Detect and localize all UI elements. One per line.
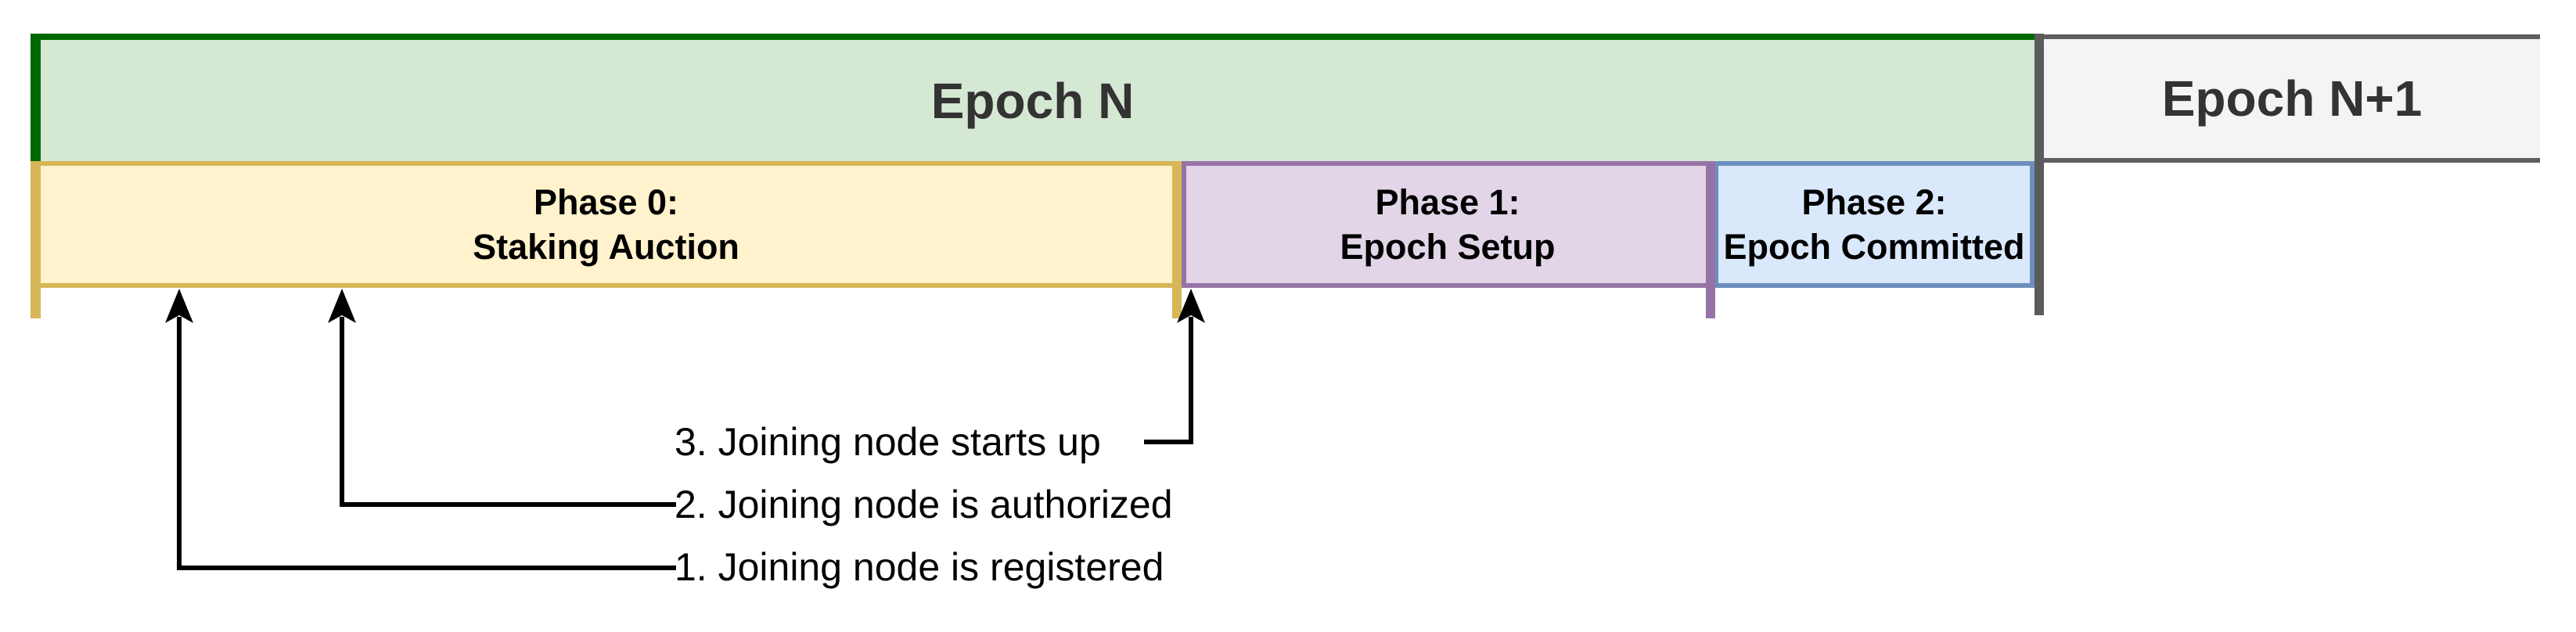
phase-2-subtitle: Epoch Committed bbox=[1723, 227, 2025, 267]
phase-2-title: Phase 2: bbox=[1801, 182, 1947, 222]
phase-1-box: Phase 1: Epoch Setup bbox=[1182, 161, 1714, 288]
epoch-n-label: Epoch N bbox=[930, 72, 1135, 129]
arrow-1-registered bbox=[165, 289, 676, 570]
phase-0-start-tick bbox=[31, 161, 41, 318]
arrow-2-authorized bbox=[328, 289, 676, 507]
phase-1-end-tick bbox=[1706, 161, 1715, 318]
annotation-node-registered: 1. Joining node is registered bbox=[675, 545, 1164, 589]
phase-1-subtitle: Epoch Setup bbox=[1340, 227, 1556, 267]
annotation-node-authorized: 2. Joining node is authorized bbox=[675, 483, 1173, 526]
phase-0-end-tick bbox=[1172, 161, 1182, 318]
epoch-boundary-divider bbox=[2035, 34, 2044, 315]
annotation-node-starts-up: 3. Joining node starts up bbox=[675, 420, 1101, 464]
phase-1-title: Phase 1: bbox=[1375, 182, 1520, 222]
epoch-n1-label: Epoch N+1 bbox=[2161, 70, 2423, 127]
phase-0-title: Phase 0: bbox=[533, 182, 679, 222]
epoch-n1-bar: Epoch N+1 bbox=[2044, 34, 2540, 163]
epoch-n-bar: Epoch N bbox=[31, 34, 2035, 161]
phase-0-subtitle: Staking Auction bbox=[473, 227, 739, 267]
phase-0-box: Phase 0: Staking Auction bbox=[31, 161, 1182, 288]
epoch-n-start-marker bbox=[31, 34, 41, 161]
phase-2-box: Phase 2: Epoch Committed bbox=[1714, 161, 2035, 288]
